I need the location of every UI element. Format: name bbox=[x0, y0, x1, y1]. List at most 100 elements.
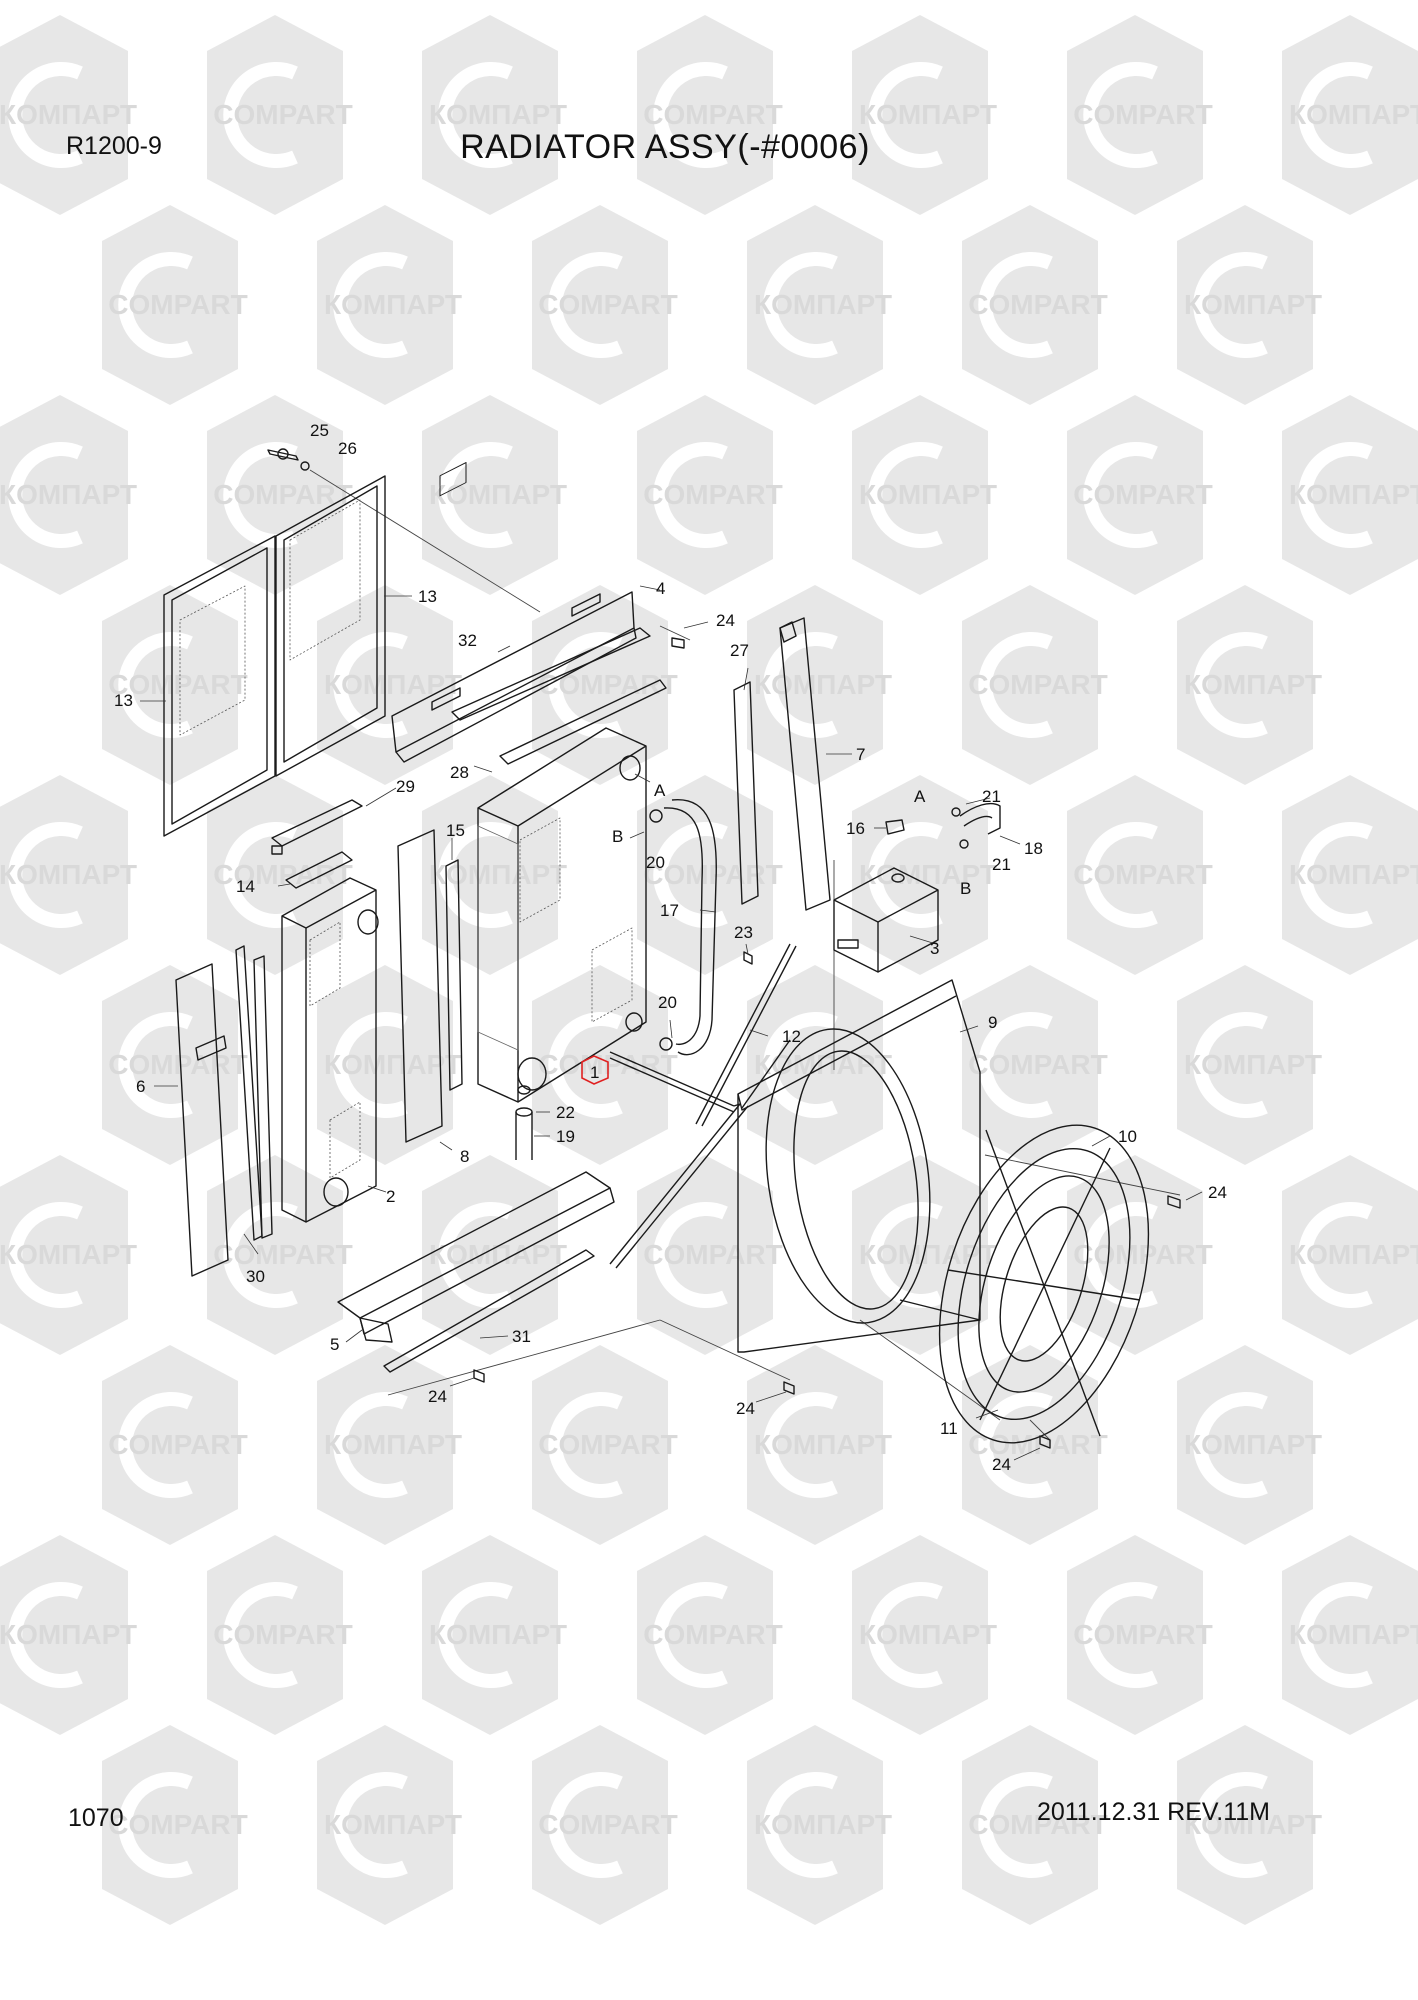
watermark-text: COMPART bbox=[213, 1619, 352, 1650]
callout-14[interactable]: 14 bbox=[236, 877, 255, 896]
callout-13[interactable]: 13 bbox=[418, 587, 437, 606]
watermark-text: КОМПАРТ bbox=[1184, 1809, 1322, 1840]
watermark-text: COMPART bbox=[108, 1049, 247, 1080]
watermark-text: COMPART bbox=[538, 1429, 677, 1460]
callout-23[interactable]: 23 bbox=[734, 923, 753, 942]
watermark-text: COMPART bbox=[643, 859, 782, 890]
fan-shroud-9 bbox=[737, 979, 981, 1353]
callout-B[interactable]: B bbox=[612, 827, 623, 846]
watermark-text: КОМПАРТ bbox=[859, 1239, 997, 1270]
watermark-text: COMPART bbox=[968, 669, 1107, 700]
watermark-text: COMPART bbox=[968, 1429, 1107, 1460]
seal-15 bbox=[445, 859, 463, 1091]
watermark-text: COMPART bbox=[643, 1239, 782, 1270]
callout-24[interactable]: 24 bbox=[428, 1387, 447, 1406]
watermark-text: COMPART bbox=[1073, 1619, 1212, 1650]
watermark-text: КОМПАРТ bbox=[429, 479, 567, 510]
callout-11[interactable]: 11 bbox=[940, 1419, 958, 1438]
callout-28[interactable]: 28 bbox=[450, 763, 469, 782]
callout-5[interactable]: 5 bbox=[330, 1335, 339, 1354]
callout-29[interactable]: 29 bbox=[396, 777, 415, 796]
callout-20[interactable]: 20 bbox=[658, 993, 677, 1012]
callout-B[interactable]: B bbox=[960, 879, 971, 898]
callout-24[interactable]: 24 bbox=[1208, 1183, 1227, 1202]
radiator-core-1 bbox=[477, 727, 647, 1103]
callout-32[interactable]: 32 bbox=[458, 631, 477, 650]
watermark-text: КОМПАРТ bbox=[1289, 1239, 1418, 1270]
callout-27[interactable]: 27 bbox=[730, 641, 749, 660]
callout-1[interactable]: 1 bbox=[590, 1063, 599, 1082]
watermark-text: COMPART bbox=[108, 1429, 247, 1460]
callout-21[interactable]: 21 bbox=[982, 787, 1001, 806]
watermark-text: КОМПАРТ bbox=[0, 479, 137, 510]
watermark-text: КОМПАРТ bbox=[859, 99, 997, 130]
watermark-text: КОМПАРТ bbox=[1289, 99, 1418, 130]
watermark-text: КОМПАРТ bbox=[429, 99, 567, 130]
callout-21[interactable]: 21 bbox=[992, 855, 1011, 874]
watermark-text: COMPART bbox=[1073, 859, 1212, 890]
callout-A[interactable]: A bbox=[914, 787, 926, 806]
callout-20[interactable]: 20 bbox=[646, 853, 665, 872]
intercooler-2 bbox=[281, 877, 379, 1223]
callout-19[interactable]: 19 bbox=[556, 1127, 575, 1146]
callout-A[interactable]: A bbox=[654, 781, 666, 800]
watermark-text: COMPART bbox=[643, 1619, 782, 1650]
watermark-text: COMPART bbox=[538, 1809, 677, 1840]
watermark-text: КОМПАРТ bbox=[1289, 859, 1418, 890]
callout-2[interactable]: 2 bbox=[386, 1187, 395, 1206]
watermark-text: КОМПАРТ bbox=[1184, 289, 1322, 320]
callout-15[interactable]: 15 bbox=[446, 821, 465, 840]
bolt-23 bbox=[743, 951, 753, 965]
seal-strip-29 bbox=[271, 799, 363, 855]
watermark-text: КОМПАРТ bbox=[324, 1049, 462, 1080]
watermark-text: COMPART bbox=[1073, 99, 1212, 130]
watermark-text: COMPART bbox=[968, 1049, 1107, 1080]
callout-24[interactable]: 24 bbox=[736, 1399, 755, 1418]
strip-31 bbox=[383, 1249, 595, 1373]
callout-25[interactable]: 25 bbox=[310, 421, 329, 440]
callout-22[interactable]: 22 bbox=[556, 1103, 575, 1122]
callout-17[interactable]: 17 bbox=[660, 901, 679, 920]
hose-17 bbox=[663, 799, 717, 1056]
callout-leaders bbox=[140, 585, 1203, 1461]
callout-4[interactable]: 4 bbox=[656, 579, 665, 598]
callout-8[interactable]: 8 bbox=[460, 1147, 469, 1166]
watermark-text: КОМПАРТ bbox=[1184, 1429, 1322, 1460]
callout-26[interactable]: 26 bbox=[338, 439, 357, 458]
watermark-text: КОМПАРТ bbox=[1184, 669, 1322, 700]
callout-18[interactable]: 18 bbox=[1024, 839, 1043, 858]
watermark-text: КОМПАРТ bbox=[754, 1809, 892, 1840]
callout-7[interactable]: 7 bbox=[856, 745, 865, 764]
callout-3[interactable]: 3 bbox=[930, 939, 939, 958]
page-title: RADIATOR ASSY(-#0006) bbox=[460, 128, 870, 166]
callout-30[interactable]: 30 bbox=[246, 1267, 265, 1286]
callout-24[interactable]: 24 bbox=[992, 1455, 1011, 1474]
watermark-text: COMPART bbox=[213, 1239, 352, 1270]
callout-24[interactable]: 24 bbox=[716, 611, 735, 630]
watermark-text: КОМПАРТ bbox=[0, 1619, 137, 1650]
watermark-text: КОМПАРТ bbox=[429, 1239, 567, 1270]
watermark-text: КОМПАРТ bbox=[754, 1429, 892, 1460]
callout-labels: 25 26 13 13 4 24 32 27 7 28 29 A 21 A 16… bbox=[114, 421, 1227, 1474]
watermark-text: COMPART bbox=[213, 99, 352, 130]
watermark-text: КОМПАРТ bbox=[859, 1619, 997, 1650]
callout-10[interactable]: 10 bbox=[1118, 1127, 1137, 1146]
callout-6[interactable]: 6 bbox=[136, 1077, 145, 1096]
callout-9[interactable]: 9 bbox=[988, 1013, 997, 1032]
callout-31[interactable]: 31 bbox=[512, 1327, 531, 1346]
surge-tank-3 bbox=[833, 867, 939, 973]
seal-8 bbox=[397, 829, 443, 1143]
callout-16[interactable]: 16 bbox=[846, 819, 865, 838]
side-bracket-6 bbox=[175, 963, 229, 1277]
seal-27 bbox=[733, 681, 759, 905]
watermark-text: COMPART bbox=[968, 289, 1107, 320]
stay-12 bbox=[609, 943, 797, 1269]
callout-12[interactable]: 12 bbox=[782, 1027, 801, 1046]
top-bracket-4 bbox=[391, 461, 637, 763]
callout-13[interactable]: 13 bbox=[114, 691, 133, 710]
seal-30 bbox=[235, 945, 273, 1241]
watermark-text: КОМПАРТ bbox=[754, 289, 892, 320]
watermark-text: КОМПАРТ bbox=[324, 1429, 462, 1460]
